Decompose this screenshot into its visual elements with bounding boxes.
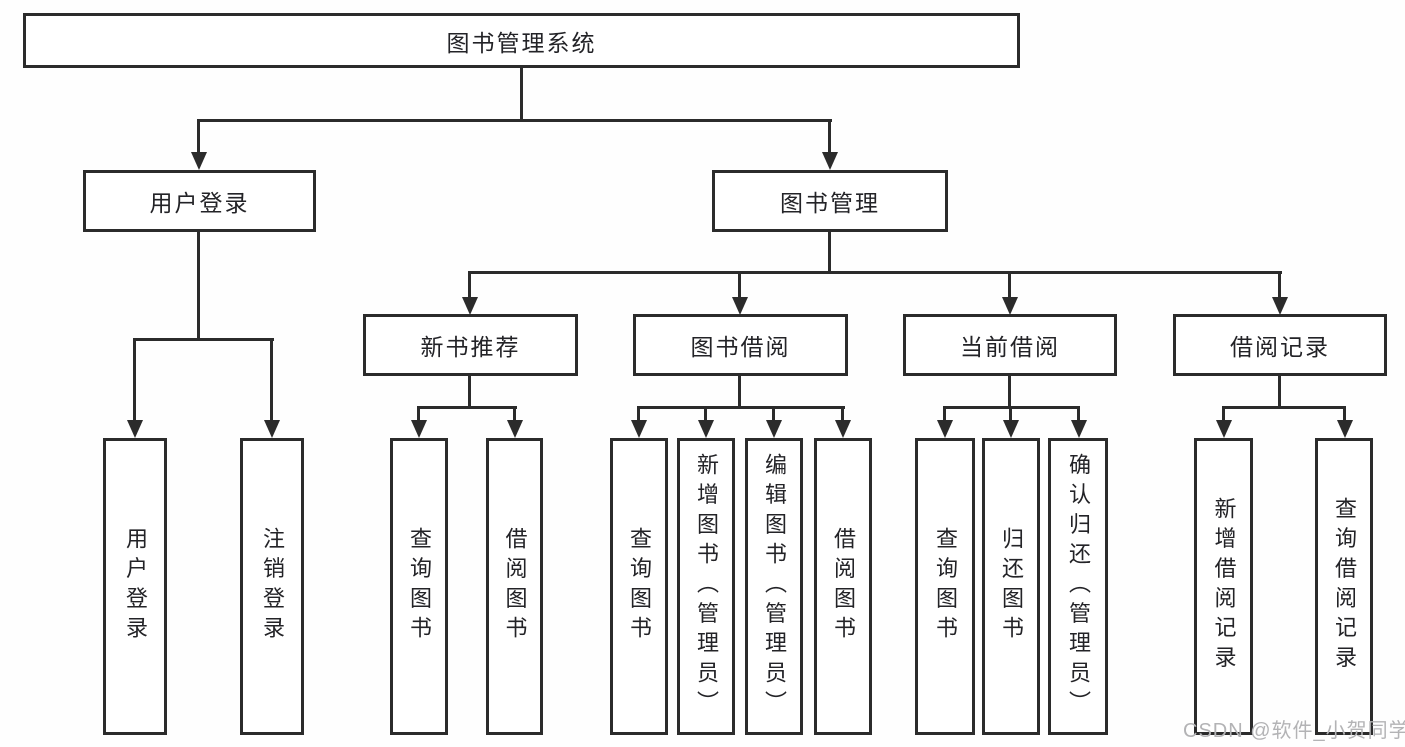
connector-line	[513, 407, 516, 423]
leaf-cb-query-books: 查询图书	[915, 438, 975, 735]
leaf-cb-return-books: 归还图书	[982, 438, 1040, 735]
connector-line	[772, 407, 775, 423]
connector-line	[1222, 406, 1346, 409]
arrow-down-icon	[507, 420, 523, 438]
connector-line	[468, 271, 1282, 274]
arrow-down-icon	[1002, 297, 1018, 315]
arrow-down-icon	[732, 297, 748, 315]
arrow-down-icon	[1003, 420, 1019, 438]
node-new-book-recommend: 新书推荐	[363, 314, 578, 376]
connector-line	[270, 339, 273, 423]
leaf-logout-login: 注销登录	[240, 438, 304, 735]
connector-line	[468, 376, 471, 408]
connector-line	[738, 376, 741, 408]
connector-line	[841, 407, 844, 423]
connector-line	[828, 232, 831, 273]
leaf-user-login: 用户登录	[103, 438, 167, 735]
arrow-down-icon	[1216, 420, 1232, 438]
arrow-down-icon	[937, 420, 953, 438]
node-current-borrow: 当前借阅	[903, 314, 1117, 376]
connector-line	[1008, 272, 1011, 300]
connector-line	[468, 272, 471, 300]
leaf-cb-confirm-return-admin: 确认归还（管理员）	[1048, 438, 1108, 735]
arrow-down-icon	[411, 420, 427, 438]
arrow-down-icon	[835, 420, 851, 438]
leaf-nbr-borrow-books: 借阅图书	[486, 438, 543, 735]
arrow-down-icon	[631, 420, 647, 438]
connector-line	[637, 407, 640, 423]
connector-line	[1008, 376, 1011, 408]
arrow-down-icon	[264, 420, 280, 438]
watermark: CSDN @软件_小贺同学	[1183, 720, 1405, 742]
connector-line	[1009, 407, 1012, 423]
arrow-down-icon	[1071, 420, 1087, 438]
connector-line	[1222, 407, 1225, 423]
connector-line	[738, 272, 741, 300]
connector-line	[1278, 272, 1281, 300]
arrow-down-icon	[766, 420, 782, 438]
arrow-down-icon	[822, 152, 838, 170]
connector-line	[1278, 376, 1281, 408]
node-library-management-system: 图书管理系统	[23, 13, 1020, 68]
connector-line	[520, 68, 523, 121]
arrow-down-icon	[1337, 420, 1353, 438]
leaf-br-add-record: 新增借阅记录	[1194, 438, 1253, 735]
leaf-nbr-query-books: 查询图书	[390, 438, 448, 735]
connector-line	[133, 338, 274, 341]
connector-line	[1343, 407, 1346, 423]
leaf-br-query-record: 查询借阅记录	[1315, 438, 1373, 735]
connector-line	[197, 119, 832, 122]
connector-line	[704, 407, 707, 423]
arrow-down-icon	[698, 420, 714, 438]
connector-line	[417, 406, 517, 409]
connector-line	[637, 406, 845, 409]
leaf-bb-edit-books-admin: 编辑图书（管理员）	[745, 438, 803, 735]
connector-line	[197, 232, 200, 341]
arrow-down-icon	[462, 297, 478, 315]
node-book-borrow: 图书借阅	[633, 314, 848, 376]
leaf-bb-add-books-admin: 新增图书（管理员）	[677, 438, 735, 735]
connector-line	[943, 407, 946, 423]
connector-line	[133, 339, 136, 423]
arrow-down-icon	[191, 152, 207, 170]
leaf-bb-borrow-books: 借阅图书	[814, 438, 872, 735]
connector-line	[417, 407, 420, 423]
arrow-down-icon	[127, 420, 143, 438]
node-borrow-records: 借阅记录	[1173, 314, 1387, 376]
leaf-bb-query-books: 查询图书	[610, 438, 668, 735]
connector-line	[1077, 407, 1080, 423]
arrow-down-icon	[1272, 297, 1288, 315]
node-book-management: 图书管理	[712, 170, 948, 232]
connector-line	[197, 120, 200, 154]
connector-line	[828, 120, 831, 154]
node-user-login: 用户登录	[83, 170, 316, 232]
